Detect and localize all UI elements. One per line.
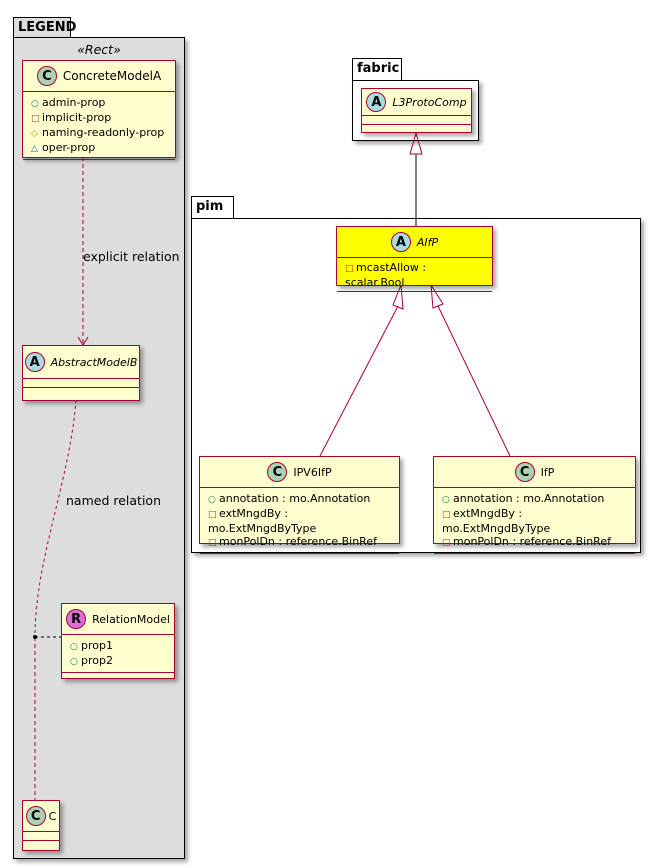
class-l3protocomp[interactable]: A L3ProtoComp [361, 88, 472, 133]
attribute: ○prop2 [70, 654, 166, 669]
class-name: C [48, 809, 57, 823]
fabric-package-tab: fabric [352, 58, 402, 81]
private-icon: □ [442, 510, 451, 520]
attribute: △ oper-prop [31, 141, 167, 156]
attribute-text: extMngdBy : mo.ExtMngdByType [442, 507, 551, 535]
class-relation-model[interactable]: R RelationModel ○prop1 ○prop2 [61, 603, 175, 679]
attribute: ◇ naming-readonly-prop [31, 126, 167, 141]
attribute: ○annotation : mo.Annotation [442, 492, 627, 507]
class-name: ConcreteModelA [62, 69, 162, 83]
generalization-aifp-triangle [409, 131, 423, 155]
attribute-text: extMngdBy : mo.ExtMngdByType [208, 507, 317, 535]
association-point [33, 635, 37, 639]
generalization-ifp-line [437, 305, 511, 457]
legend-package-tab: LEGEND [13, 17, 76, 38]
named-relation-label: named relation [66, 493, 161, 508]
class-name: L3ProtoComp [392, 95, 467, 109]
generalization-ifp-triangle [430, 284, 444, 309]
class-name: RelationModel [92, 612, 170, 626]
class-spot-icon: C [267, 462, 288, 482]
abstract-spot-icon: A [390, 232, 411, 252]
class-aifp[interactable]: A AIfP □mcastAllow : scalar.Bool [336, 226, 493, 292]
relation-spot-icon: R [66, 609, 87, 629]
attribute-text: annotation : mo.Annotation [219, 492, 371, 505]
private-icon: □ [345, 264, 354, 274]
attribute-text: implicit-prop [42, 111, 112, 124]
abstract-spot-icon: A [24, 352, 45, 372]
legend-package [13, 37, 185, 859]
private-icon: □ [31, 114, 40, 124]
public-icon: ○ [70, 657, 78, 667]
attribute: □implicit-prop [31, 111, 167, 126]
attribute-text: monPolDn : reference.BinRef [219, 535, 377, 548]
class-name: AbstractModelB [50, 355, 138, 369]
class-spot-icon: C [36, 66, 57, 86]
class-spot-icon: C [25, 806, 46, 826]
public-icon: ○ [208, 495, 216, 505]
class-name: IPV6IfP [293, 465, 332, 479]
public-icon: ○ [70, 642, 78, 652]
package-icon: △ [31, 144, 38, 154]
named-relation-line-top [34, 399, 77, 638]
attribute: □mcastAllow : scalar.Bool [345, 261, 484, 289]
attribute-text: mcastAllow : scalar.Bool [345, 261, 427, 289]
public-icon: ○ [31, 99, 39, 109]
generalization-ipv6ifp-triangle [392, 284, 404, 310]
attribute: ○admin-prop [31, 96, 167, 111]
attribute-text: prop2 [81, 654, 113, 667]
class-concrete-model-a[interactable]: C ConcreteModelA ○admin-prop □implicit-pr… [22, 60, 176, 160]
attribute: ○annotation : mo.Annotation [208, 492, 391, 507]
class-abstract-model-b[interactable]: A AbstractModelB [22, 345, 140, 401]
attribute: ○prop1 [70, 639, 166, 654]
legend-stereotype: «Rect» [77, 42, 121, 57]
attribute: □monPolDn : reference.BinRef [442, 535, 627, 550]
attribute-text: admin-prop [42, 96, 106, 109]
attribute-text: monPolDn : reference.BinRef [453, 535, 611, 548]
abstract-spot-icon: A [366, 92, 387, 112]
public-icon: ○ [442, 495, 450, 505]
class-spot-icon: C [514, 462, 535, 482]
generalization-ipv6ifp-line [319, 305, 399, 457]
attribute: □monPolDn : reference.BinRef [208, 535, 391, 550]
attribute: □extMngdBy : mo.ExtMngdByType [208, 507, 391, 535]
attribute: □extMngdBy : mo.ExtMngdByType [442, 507, 627, 535]
attribute-text: prop1 [81, 639, 113, 652]
class-name: IfP [540, 465, 555, 479]
attribute-text: annotation : mo.Annotation [453, 492, 605, 505]
attribute-text: oper-prop [42, 141, 96, 154]
class-name: AIfP [416, 235, 439, 249]
pim-package-tab: pim [191, 196, 234, 219]
explicit-relation-label: explicit relation [83, 249, 180, 264]
private-icon: □ [442, 538, 451, 548]
private-icon: □ [208, 510, 217, 520]
protected-icon: ◇ [31, 129, 38, 139]
attribute-text: naming-readonly-prop [42, 126, 165, 139]
private-icon: □ [208, 538, 217, 548]
